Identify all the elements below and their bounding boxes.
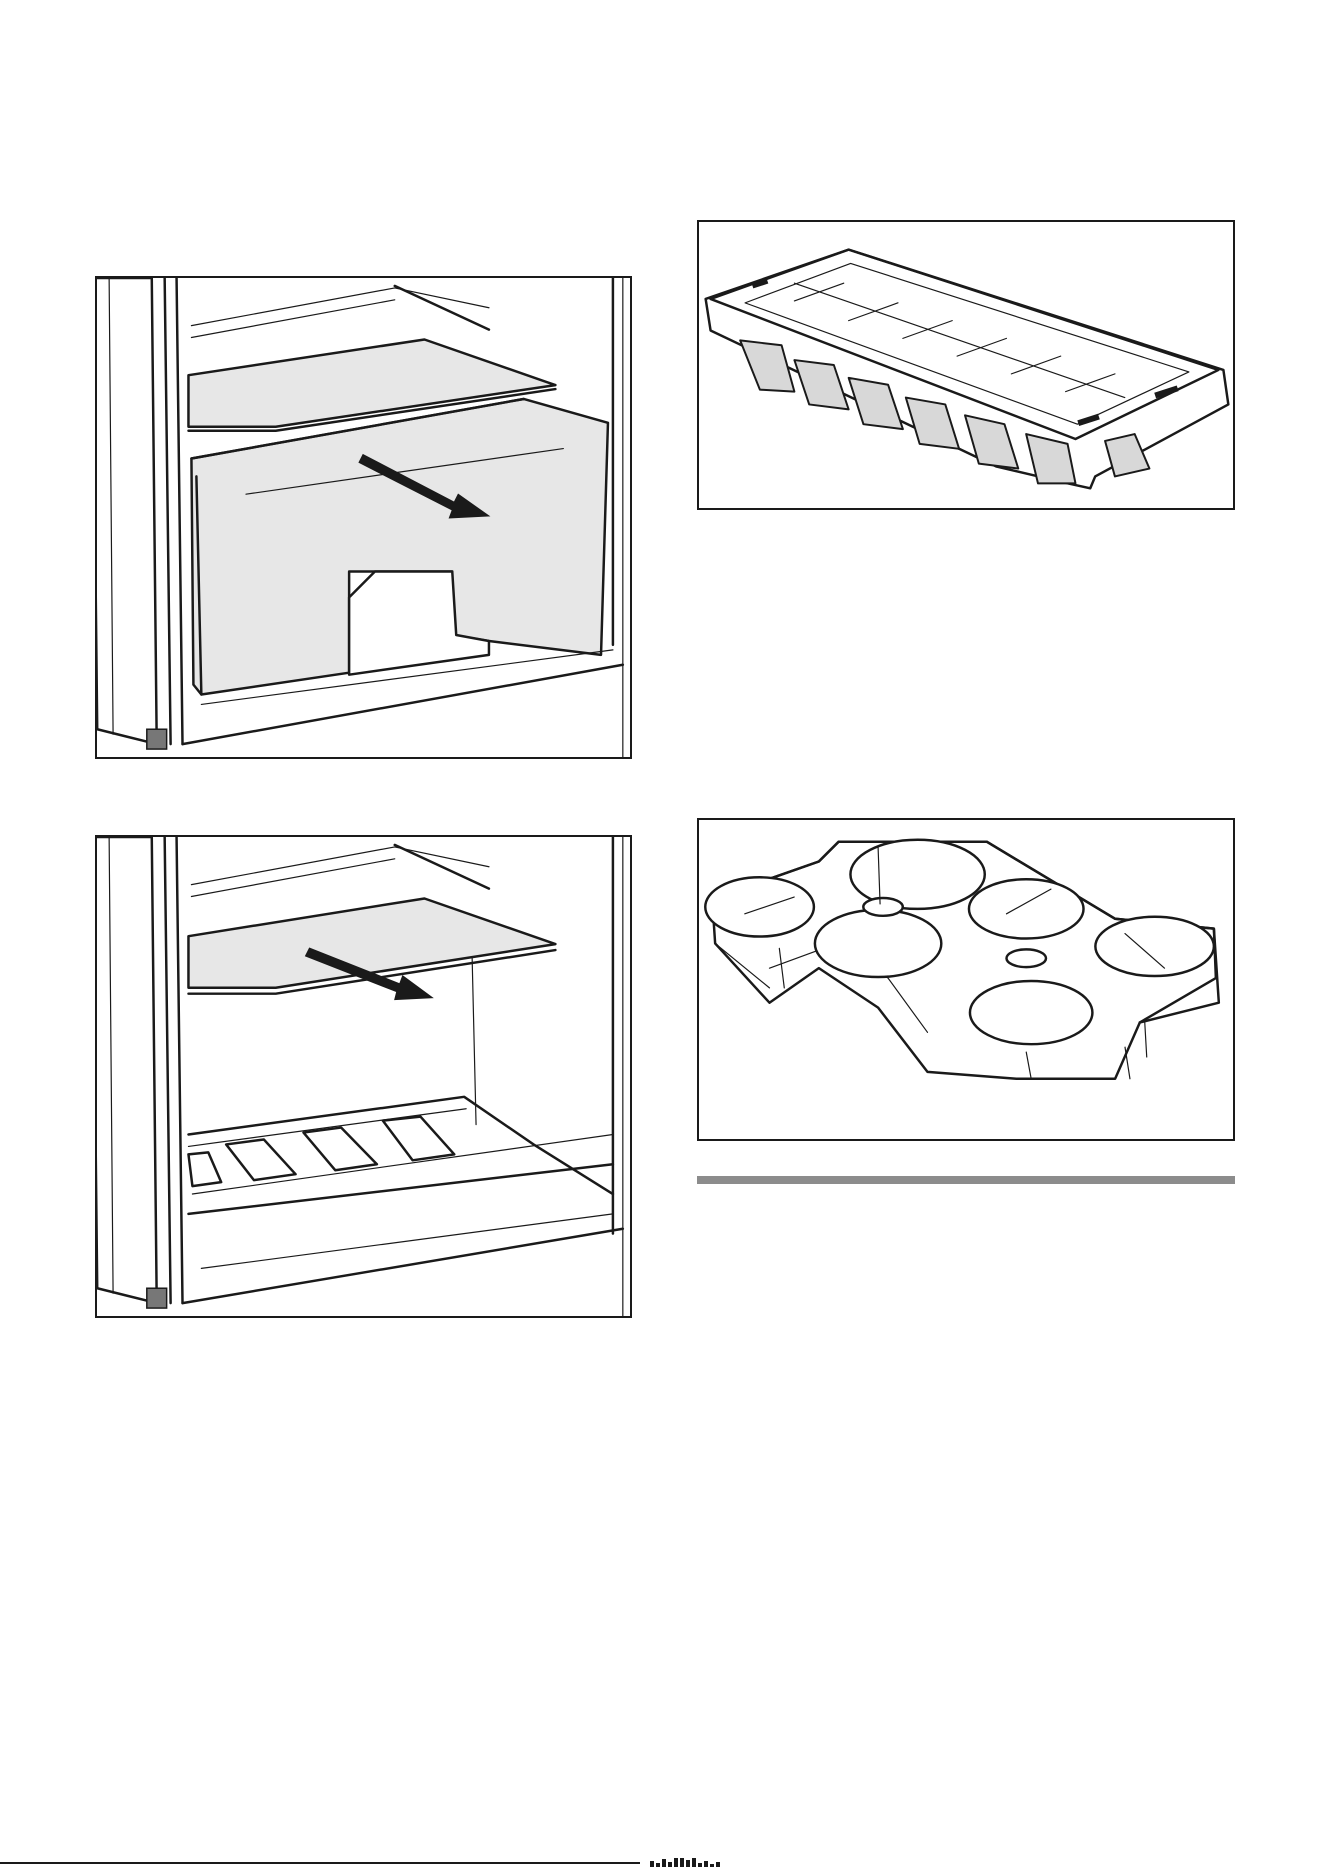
icetray-figure xyxy=(697,220,1235,510)
printer-marks xyxy=(650,1857,720,1867)
freezer-drawer-removal-illustration xyxy=(97,278,630,757)
shelf-removal-figure xyxy=(95,835,632,1318)
eggtray-figure xyxy=(697,818,1235,1141)
egg-tray-illustration xyxy=(699,820,1233,1139)
freezer-shelf-removal-illustration xyxy=(97,837,630,1316)
footer-rule xyxy=(0,1862,640,1864)
ice-cube-tray-illustration xyxy=(699,222,1233,508)
drawer-removal-figure xyxy=(95,276,632,759)
section-divider xyxy=(697,1176,1235,1184)
